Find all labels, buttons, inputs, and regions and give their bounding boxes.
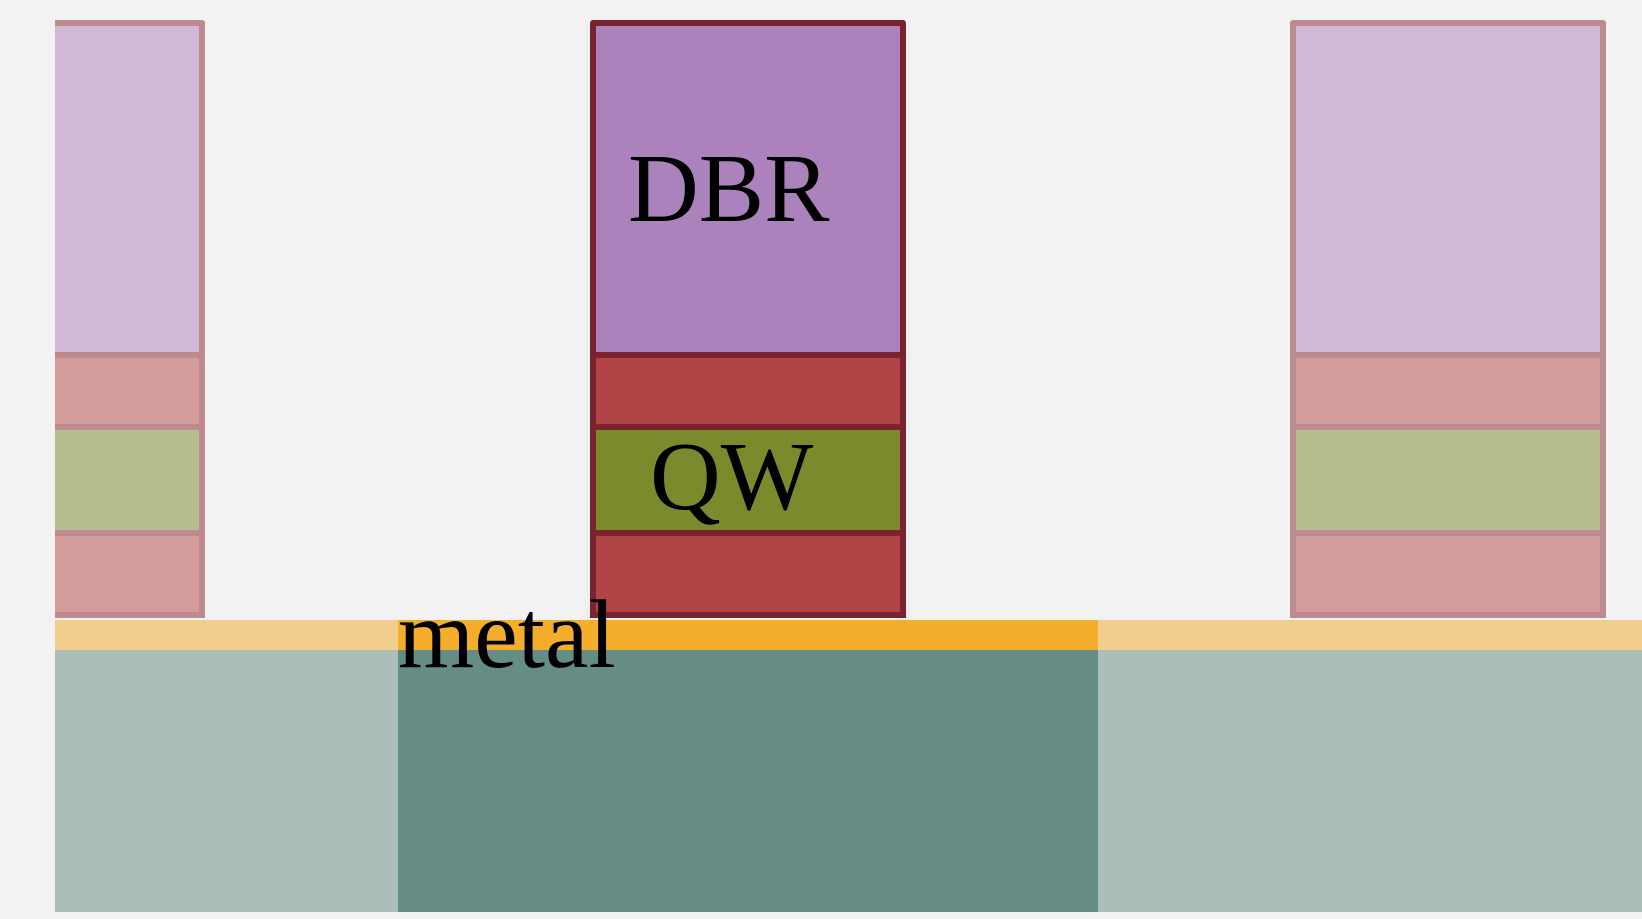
pillar-right-lower-cladding bbox=[1290, 530, 1606, 618]
pillar-right-upper-cladding bbox=[1290, 352, 1606, 430]
pillar-center-quantum-well bbox=[590, 424, 906, 536]
pillar-left-lower-cladding bbox=[55, 530, 205, 618]
pillar-left-quantum-well bbox=[55, 424, 205, 536]
pillar-center-lower-cladding bbox=[590, 530, 906, 618]
pillar-center bbox=[590, 20, 906, 620]
metal-layer-left-faded bbox=[55, 620, 398, 650]
pillar-left-dbr bbox=[55, 20, 205, 358]
metal-layer-center bbox=[398, 620, 1098, 650]
pillar-right-faded bbox=[1290, 20, 1606, 620]
pillar-right-quantum-well bbox=[1290, 424, 1606, 536]
dbr-label: DBR bbox=[628, 135, 830, 243]
pillar-center-upper-cladding bbox=[590, 352, 906, 430]
substrate-center bbox=[398, 650, 1098, 912]
pillar-center-dbr bbox=[590, 20, 906, 358]
pillar-right-dbr bbox=[1290, 20, 1606, 358]
metal-layer-right-faded bbox=[1098, 620, 1642, 650]
pillar-left-faded bbox=[55, 20, 205, 620]
qw-label: QW bbox=[650, 423, 814, 531]
pillar-left-upper-cladding bbox=[55, 352, 205, 430]
substrate-left-faded bbox=[55, 650, 398, 912]
substrate-right-faded bbox=[1098, 650, 1642, 912]
metal-label: metal bbox=[398, 581, 616, 689]
